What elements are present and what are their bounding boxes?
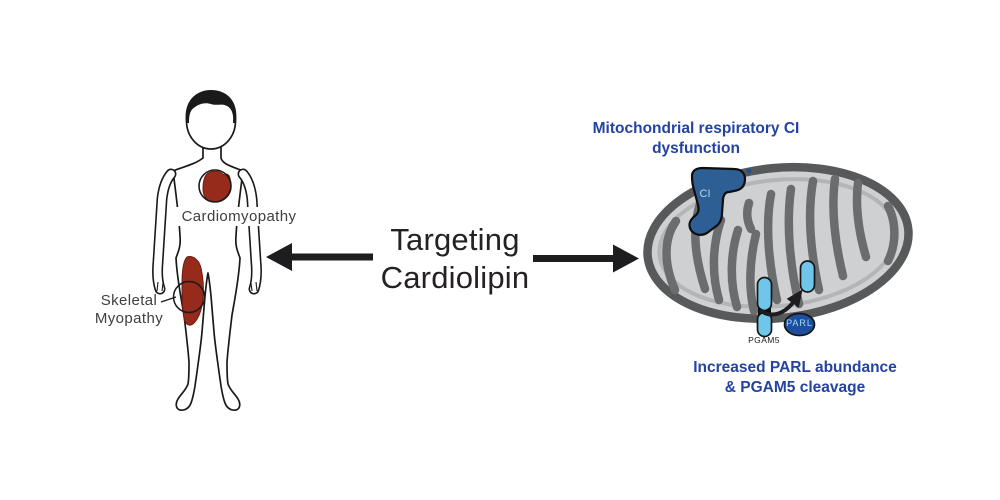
mitochondrion-icon [643,162,913,324]
parl-abundance-heading: Increased PARL abundance & PGAM5 cleavag… [659,358,931,398]
figure-title-line1: Targeting [390,222,520,257]
figure-title-line2: Cardiolipin [380,260,530,295]
cleaved-capsule [799,260,816,293]
parl-label: PARL [786,318,813,328]
skeletal-myopathy-label: Skeletal Myopathy [69,292,189,328]
pgam5-label: PGAM5 [748,335,780,345]
mito-dysfunction-heading-line2: dysfunction [652,140,740,157]
skeletal-label-pointer-line [160,296,177,303]
mito-dysfunction-heading-line1: Mitochondrial respiratory CI [592,120,800,137]
pgam5-capsule-top [756,276,773,312]
parl-abundance-heading-line1: Increased PARL abundance [693,359,897,376]
patient-figure-icon [152,90,262,412]
figure-title: Targeting Cardiolipin [340,221,570,297]
left-arrow-icon [266,243,373,271]
pgam5-parl-group [756,260,816,338]
thigh-muscle-icon [181,256,204,326]
mito-dysfunction-heading: Mitochondrial respiratory CI dysfunction [560,119,832,159]
mito-cristae [662,174,899,316]
parl-abundance-heading-line2: & PGAM5 cleavage [724,379,866,396]
heart-highlight-circle [198,169,232,203]
right-hand-fingers [250,281,258,292]
person-hair-icon [185,90,237,123]
left-hand-fingers [156,281,164,292]
skeletal-myopathy-label-line1: Skeletal [100,292,158,309]
complex1-blob-icon [688,166,752,236]
skeletal-myopathy-label-line2: Myopathy [94,310,164,327]
parl-enzyme-icon [783,312,816,337]
muscle-highlight-circle [172,280,206,314]
complex1-dot [746,168,752,174]
cleavage-curved-arrow [758,289,803,317]
cardiomyopathy-label: Cardiomyopathy [169,207,309,226]
right-arrow-icon [533,244,639,273]
complex1-shape [688,166,747,236]
complex1-label: CI [699,188,711,200]
